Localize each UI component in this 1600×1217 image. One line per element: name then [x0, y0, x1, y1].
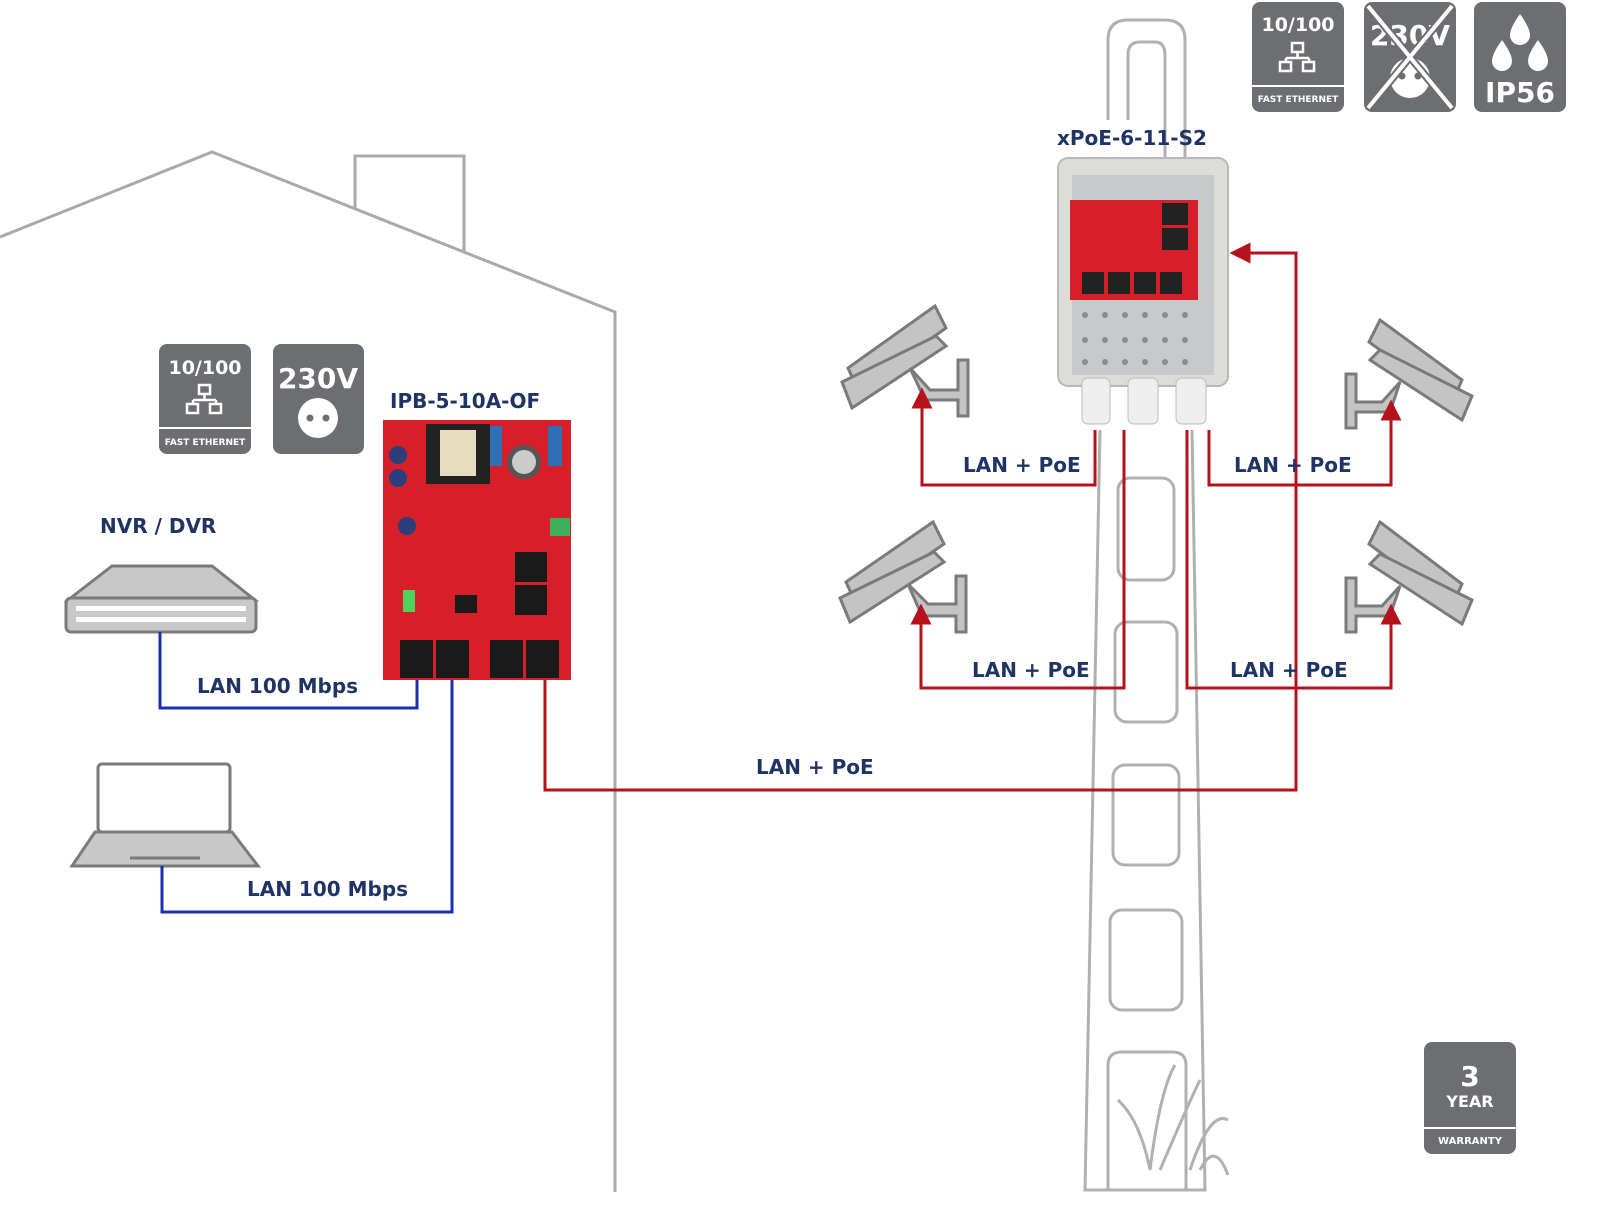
svg-text:FAST ETHERNET: FAST ETHERNET [165, 438, 246, 448]
cross-icon [1364, 3, 1456, 111]
svg-text:WARRANTY: WARRANTY [1438, 1136, 1503, 1147]
ip56-badge: IP56 [1474, 2, 1566, 112]
poe-label-cam2: LAN + PoE [1234, 453, 1352, 477]
fast-ethernet-badge-indoor: 10/100 FAST ETHERNET [159, 344, 251, 454]
camera-icon-bottom-left [838, 519, 968, 634]
power-socket-icon [298, 398, 338, 438]
poe-label-uplink: LAN + PoE [756, 755, 874, 779]
svg-text:10/100: 10/100 [1261, 14, 1334, 36]
house-outline [0, 150, 617, 1192]
warranty-badge: 3 YEAR WARRANTY [1424, 1042, 1516, 1154]
ipb-board [383, 420, 571, 680]
network-icon [1278, 41, 1316, 73]
svg-text:IP56: IP56 [1485, 76, 1555, 109]
svg-text:FAST ETHERNET: FAST ETHERNET [1258, 95, 1339, 105]
lan-cables [158, 632, 454, 914]
network-icon [185, 383, 223, 415]
laptop-icon [69, 762, 262, 868]
xpoe-enclosure [1057, 157, 1229, 425]
camera-icon-bottom-right [1344, 519, 1474, 634]
poe-label-cam3: LAN + PoE [972, 658, 1090, 682]
ipb-title: IPB-5-10A-OF [390, 389, 540, 413]
no-230v-badge: 230V [1364, 2, 1456, 112]
lan-label-nvr: LAN 100 Mbps [197, 674, 358, 698]
svg-text:3: 3 [1460, 1060, 1479, 1093]
svg-text:230V: 230V [278, 362, 358, 395]
fast-ethernet-badge-outdoor: 10/100 FAST ETHERNET [1252, 2, 1344, 112]
nvr-icon [63, 564, 260, 634]
poe-cables [543, 242, 1402, 792]
230v-badge: 230V [273, 344, 364, 454]
pole-outline [1083, 18, 1230, 1192]
poe-label-cam1: LAN + PoE [963, 453, 1081, 477]
camera-icon-top-right [1344, 317, 1474, 430]
nvr-label: NVR / DVR [100, 514, 216, 538]
svg-text:YEAR: YEAR [1445, 1092, 1493, 1111]
lan-label-laptop: LAN 100 Mbps [247, 877, 408, 901]
xpoe-title: xPoE-6-11-S2 [1057, 126, 1207, 150]
water-drops-icon [1492, 14, 1548, 71]
camera-icon-top-left [840, 303, 970, 418]
poe-label-cam4: LAN + PoE [1230, 658, 1348, 682]
svg-text:10/100: 10/100 [168, 357, 241, 379]
